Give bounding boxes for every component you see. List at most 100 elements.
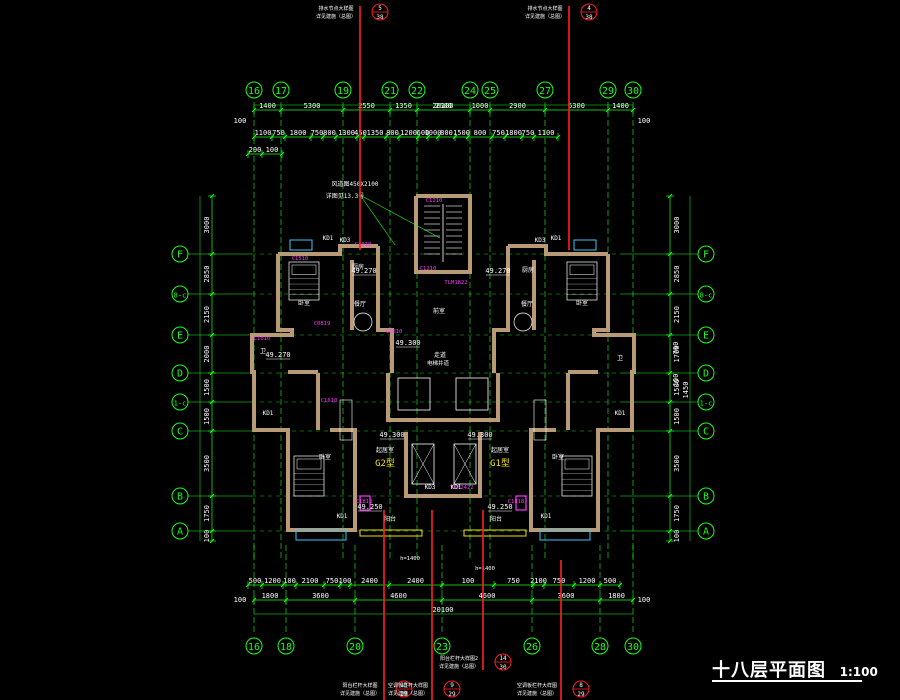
dim-value: 800 xyxy=(474,129,487,137)
level-mark: 49.270 xyxy=(351,267,376,275)
axis-label-left: E xyxy=(177,331,183,342)
dim-value-right: 700 xyxy=(672,342,680,355)
dim-value: 100 xyxy=(266,146,279,154)
dim-value: 1000 xyxy=(425,129,442,137)
axis-label-top: 22 xyxy=(411,86,423,97)
axis-bubble-top-24 xyxy=(461,81,479,99)
dim-slash xyxy=(245,151,251,157)
dim-slash xyxy=(415,134,421,140)
axis-label-left: D xyxy=(177,369,183,380)
window-tag: C1818 xyxy=(356,499,373,505)
window-tag: TLM1822 xyxy=(444,280,467,286)
balcony-left xyxy=(295,529,347,541)
dim-value: 1500 xyxy=(453,129,470,137)
window-tag: C1210 xyxy=(420,266,437,272)
dim-value: 100 xyxy=(462,577,475,585)
axis-label-right: E xyxy=(703,331,709,342)
dim-value: 3000 xyxy=(673,217,681,234)
dim-value: 750 xyxy=(553,577,566,585)
dim-slash xyxy=(278,107,284,113)
dim-slash xyxy=(531,134,537,140)
bed-right-top xyxy=(566,261,598,301)
dim-value: 1200 xyxy=(400,129,417,137)
dim-value: 2100 xyxy=(302,577,319,585)
dining-table-left xyxy=(353,312,373,332)
dim-slash xyxy=(617,582,623,588)
callout-text: 详见建施（总图） xyxy=(340,690,380,697)
room-id: KD1 xyxy=(551,235,562,242)
axis-label-top: 19 xyxy=(337,86,349,97)
window-tag: C1818 xyxy=(508,499,525,505)
dim-slash xyxy=(425,134,431,140)
callout-number: 8 xyxy=(579,682,583,689)
dim-value: 750 xyxy=(272,129,285,137)
dim-total-bottom: 20100 xyxy=(432,606,453,614)
fixtures xyxy=(288,204,598,541)
drawing-title-block: 十八层平面图 1:100 xyxy=(712,656,878,682)
dim-value: 750 xyxy=(326,577,339,585)
wall-right-top xyxy=(508,244,608,256)
window-tag: C1010 xyxy=(355,242,372,248)
room-label-bedroom: 卧室 xyxy=(298,299,310,307)
axis-bubble-top-27 xyxy=(536,81,554,99)
axis-label-right: A xyxy=(703,527,709,538)
callout-sheet: 29 xyxy=(400,691,408,698)
dim-slash xyxy=(280,582,286,588)
wall-core-left xyxy=(376,246,394,373)
dim-value: 1000 xyxy=(472,102,489,110)
wall-left-top xyxy=(278,244,378,256)
callout-number: 13 xyxy=(400,682,408,689)
dim-value: 4600 xyxy=(479,592,496,600)
dim-value: 1100 xyxy=(538,129,555,137)
dim-slash xyxy=(340,107,346,113)
room-label-kitchen: 厨房 xyxy=(522,266,534,274)
dim-slash xyxy=(209,193,215,199)
leader xyxy=(359,194,396,246)
axis-bubble-left-B xyxy=(171,487,189,505)
callout-text: 详见建施（总图） xyxy=(388,690,428,697)
callout-text: 详见建施（总图） xyxy=(525,13,565,20)
dim-value: 1500 xyxy=(673,408,681,425)
room-id: KD1 xyxy=(337,513,348,520)
callout-text: 排水节点大样图 xyxy=(318,5,353,12)
dim-slash xyxy=(383,134,389,140)
dim-value: 5300 xyxy=(304,102,321,110)
axis-label-right: 1-c xyxy=(700,400,713,408)
room-id: KD1 xyxy=(451,484,462,491)
dim-slash xyxy=(571,582,577,588)
callout-sheet: 38 xyxy=(376,14,384,21)
dim-slash xyxy=(667,538,673,544)
dim-value: 2400 xyxy=(361,577,378,585)
axis-label-bottom: 20 xyxy=(349,642,361,653)
dim-value: 100 xyxy=(673,530,681,543)
axis-bubble-right-D xyxy=(697,364,715,382)
dim-value: 1350 xyxy=(395,102,412,110)
room-id: KD1 xyxy=(541,513,552,520)
axis-bubble-left-C xyxy=(171,422,189,440)
bed-left-bottom-pillow xyxy=(296,458,322,470)
note-sill: h=1400 xyxy=(400,556,420,562)
dim-value: 1500 xyxy=(673,379,681,396)
detail-callouts: 排水节点大样图详见建施（总图）538排水节点大样图详见建施（总图）438阳台栏杆… xyxy=(316,3,598,700)
dim-slash xyxy=(259,582,265,588)
axis-label-left: 8-c xyxy=(174,292,187,300)
window-tag: C1510 xyxy=(292,256,309,262)
dim-slash xyxy=(491,582,497,588)
title-underline xyxy=(712,680,862,682)
dim-slash xyxy=(542,107,548,113)
level-mark: 49.300 xyxy=(379,431,404,439)
axis-bubble-right-8-c xyxy=(697,285,715,303)
dim-value: 1750 xyxy=(673,505,681,522)
dim-value: 1800 xyxy=(505,129,522,137)
column-mark xyxy=(515,495,527,511)
bed-left-top xyxy=(288,261,320,301)
dim-slash xyxy=(293,582,299,588)
dim-slash xyxy=(308,134,314,140)
axis-bubble-right-A xyxy=(697,522,715,540)
dim-value: 2000 xyxy=(203,346,211,363)
balcony-right xyxy=(539,529,591,541)
axis-label-bottom: 26 xyxy=(526,642,538,653)
axis-label-top: 30 xyxy=(627,86,639,97)
dim-value: 1400 xyxy=(259,102,276,110)
dim-value: 1100 xyxy=(255,129,272,137)
